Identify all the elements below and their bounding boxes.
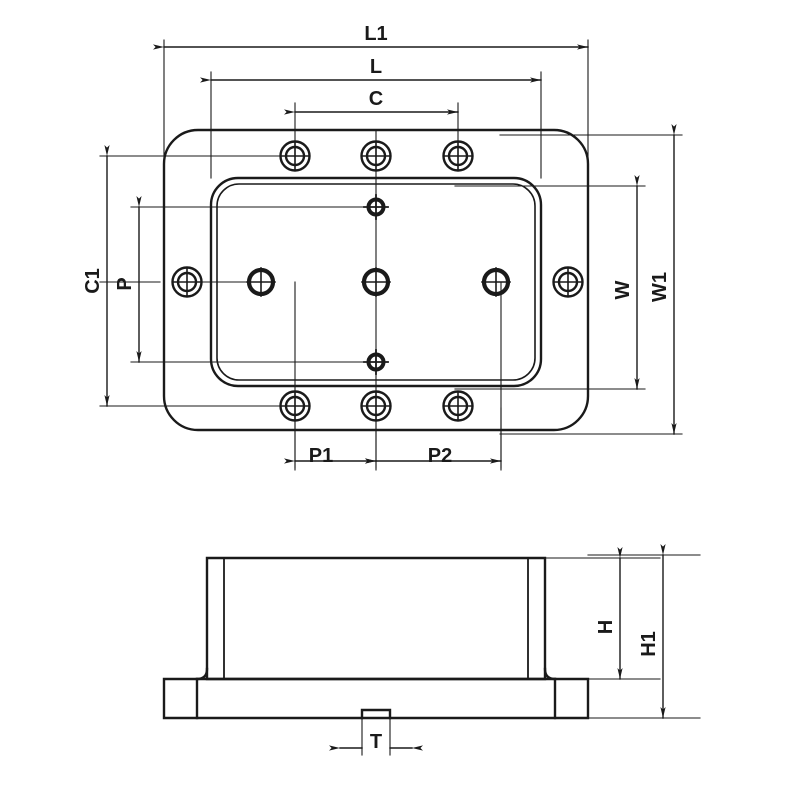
plain-hole	[361, 267, 391, 297]
small-hole	[363, 349, 389, 375]
dimension-label-W: W	[612, 280, 634, 299]
inner-boss-outline	[209, 176, 543, 388]
inner-boss-wall-offset	[216, 183, 536, 381]
counterbored-hole	[360, 390, 392, 422]
dimension-label-P: P	[114, 277, 136, 290]
dimension-label-C: C	[369, 88, 383, 110]
counterbored-hole	[442, 390, 474, 422]
counterbored-hole	[279, 140, 311, 172]
small-hole	[363, 194, 389, 220]
front-view-geometry	[162, 556, 590, 720]
plain-hole	[246, 267, 276, 297]
counterbored-hole	[171, 266, 203, 298]
counterbored-hole	[442, 140, 474, 172]
dimension-label-T: T	[370, 731, 382, 753]
dimension-label-C1: C1	[82, 268, 104, 294]
dimension-label-P1: P1	[309, 445, 333, 467]
outer-plate-outline	[162, 128, 590, 432]
dimension-label-L: L	[370, 56, 382, 78]
counterbored-hole	[360, 140, 392, 172]
counterbored-hole	[552, 266, 584, 298]
counterbored-hole	[279, 390, 311, 422]
dimension-label-L1: L1	[364, 23, 387, 45]
dimension-label-H: H	[595, 620, 617, 634]
dimension-label-W1: W1	[649, 272, 671, 302]
dimension-label-P2: P2	[428, 445, 452, 467]
dimension-label-H1: H1	[638, 631, 660, 657]
plain-hole	[481, 267, 511, 297]
